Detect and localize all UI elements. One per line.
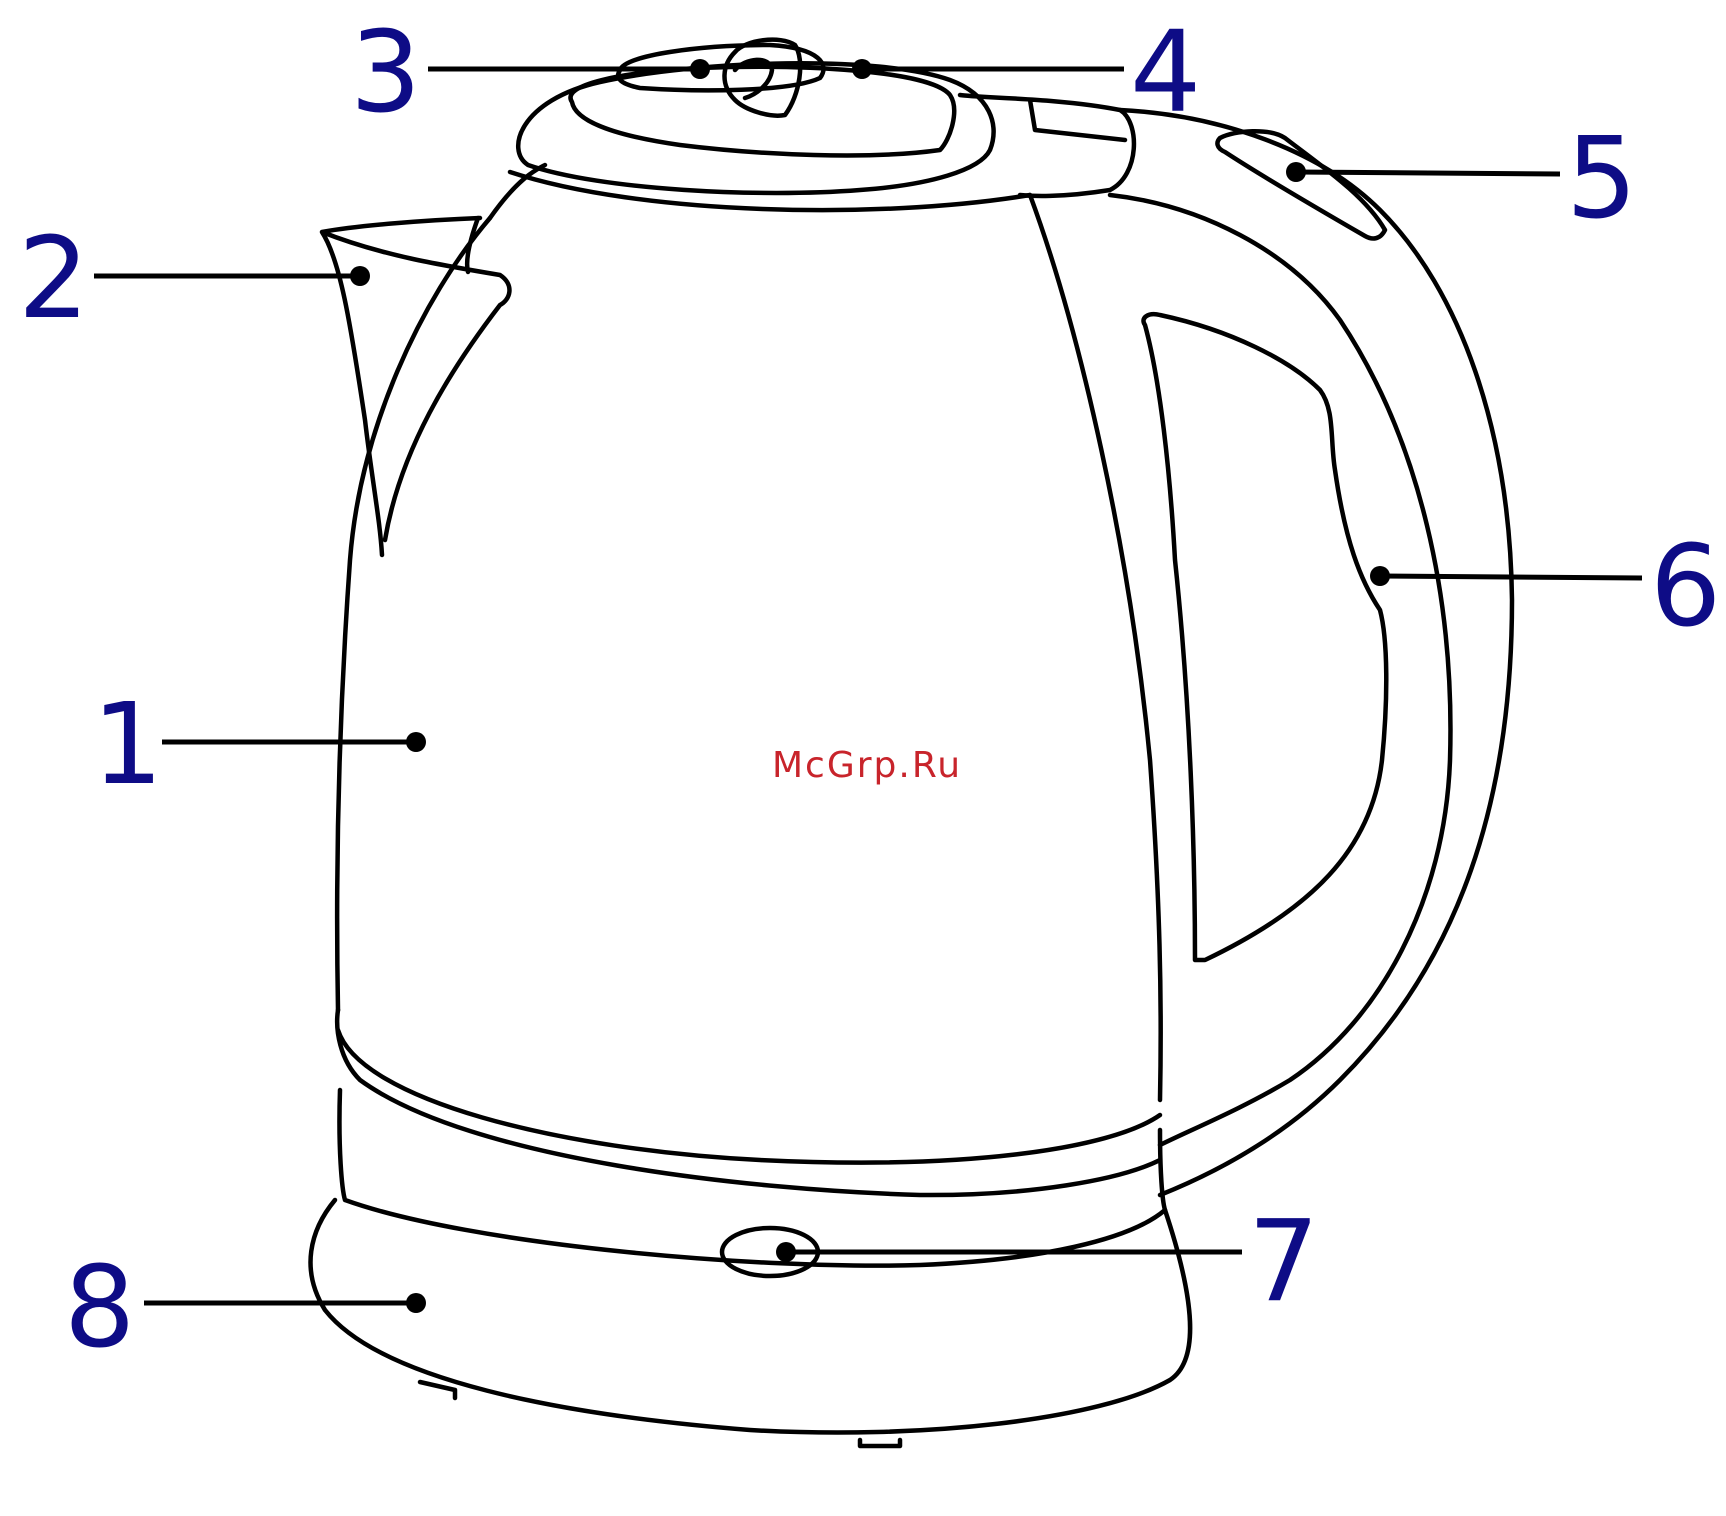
- leader-dot-5: [1286, 162, 1306, 182]
- leader-dot-4: [852, 59, 872, 79]
- watermark: McGrp.Ru: [772, 745, 962, 786]
- callout-number-6: 6: [1650, 522, 1721, 652]
- callout-4: 4: [852, 8, 1201, 138]
- callout-number-7: 7: [1248, 1197, 1319, 1327]
- callout-number-4: 4: [1130, 8, 1201, 138]
- kettle-illustration: [311, 40, 1512, 1446]
- body-lower-band: [337, 1010, 1160, 1195]
- base-foot-center: [860, 1440, 900, 1446]
- kettle-base: [311, 1200, 1191, 1433]
- leader-dot-6: [1370, 566, 1390, 586]
- callout-number-5: 5: [1566, 114, 1637, 244]
- callout-6: 6: [1370, 522, 1721, 652]
- base-foot-left: [420, 1382, 455, 1398]
- callout-8: 8: [64, 1243, 426, 1373]
- callout-1: 1: [92, 680, 426, 810]
- lid-inner-ring: [570, 67, 954, 156]
- callout-2: 2: [18, 214, 370, 344]
- leader-dot-2: [350, 266, 370, 286]
- callout-7: 7: [776, 1197, 1319, 1327]
- leader-dot-8: [406, 1293, 426, 1313]
- leader-dot-1: [406, 732, 426, 752]
- power-switch: [1217, 131, 1385, 238]
- leader-dot-7: [776, 1242, 796, 1262]
- lid-release-button: [724, 40, 800, 116]
- spout-inner: [467, 218, 478, 272]
- callout-number-8: 8: [64, 1243, 135, 1373]
- kettle-body: [337, 195, 1161, 1100]
- callout-number-3: 3: [350, 8, 421, 138]
- callout-number-2: 2: [18, 214, 89, 344]
- callout-number-1: 1: [92, 680, 163, 810]
- spout: [322, 218, 509, 555]
- leader-dot-3: [690, 59, 710, 79]
- handle-grip-cutout: [1143, 314, 1386, 960]
- base-collar: [339, 1090, 1165, 1266]
- leader-line-6: [1380, 576, 1642, 578]
- handle-outer: [1120, 110, 1512, 1195]
- leader-line-5: [1296, 172, 1560, 174]
